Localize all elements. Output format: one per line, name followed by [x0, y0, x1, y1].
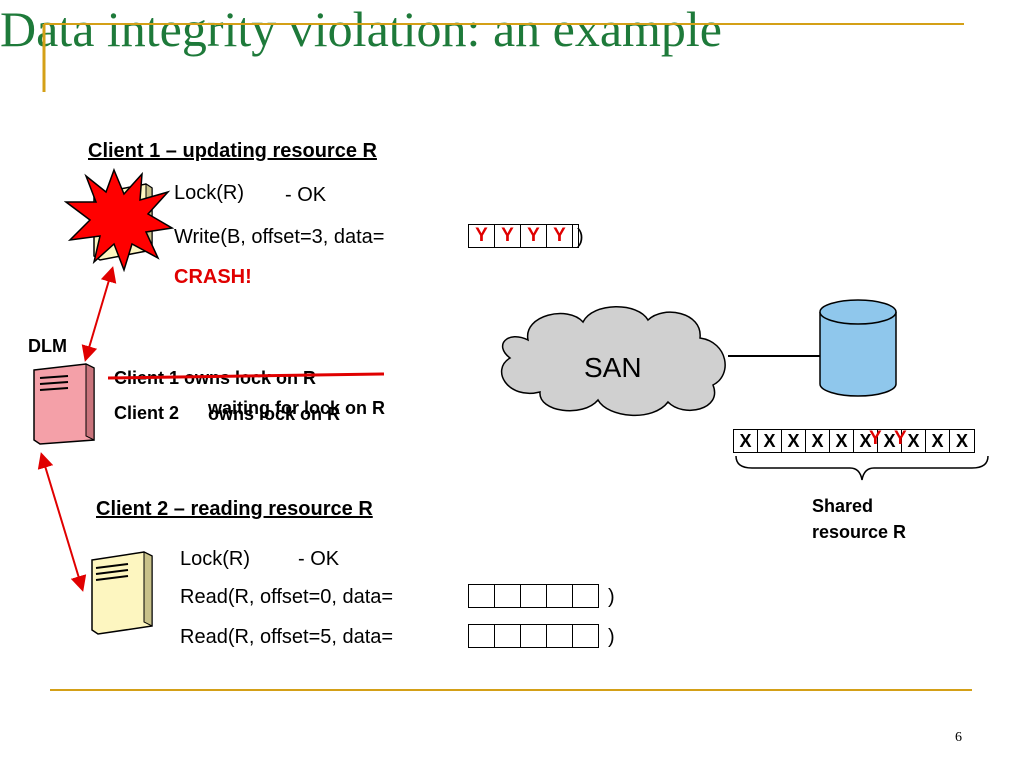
client2-read2: Read(R, offset=5, data=: [180, 626, 394, 648]
read2-cell: [521, 625, 547, 647]
shared-cell: X: [830, 430, 854, 452]
overlay-cell: Y: [894, 428, 907, 449]
dlm-status-line2-prefix: Client 2: [114, 403, 180, 423]
shared-cell: X: [878, 430, 902, 452]
dlm-status-waiting: waiting for lock on R: [208, 398, 386, 418]
read2-cell: [547, 625, 573, 647]
client1-dlm-arrow: [81, 266, 117, 362]
shared-cell: X: [854, 430, 878, 452]
dlm-label: DLM: [28, 336, 67, 356]
crash-burst-icon: [64, 167, 174, 272]
dlm-status-line1: Client 1 owns lock on R: [114, 368, 317, 388]
write-cell: Y: [495, 225, 521, 247]
write-cell: Y: [469, 225, 495, 247]
disk-icon: [728, 299, 897, 397]
read2-cell: [469, 625, 495, 647]
client1-write: Write(B, offset=3, data=: [174, 226, 385, 248]
read2-data-cells: [468, 624, 599, 648]
shared-cell: X: [758, 430, 782, 452]
shared-label-line2: resource R: [812, 522, 907, 542]
shared-cell: X: [734, 430, 758, 452]
shared-cell: X: [926, 430, 950, 452]
strikethrough-line: [108, 372, 385, 380]
client2-read2-close: ): [608, 626, 615, 648]
client2-header: Client 2 – reading resource R: [96, 498, 373, 520]
client1-lock: Lock(R): [174, 182, 245, 204]
read1-cell: [521, 585, 547, 607]
read1-cell: [469, 585, 495, 607]
page-title: Data integrity violation: an example: [0, 1, 722, 57]
dlm-client2-arrow: [37, 452, 87, 592]
shared-cell: X: [782, 430, 806, 452]
write-data-cells: Y Y Y Y: [468, 224, 579, 248]
overlay-cell: Y: [869, 428, 882, 449]
write-cell: Y: [547, 225, 573, 247]
page-number: 6: [955, 730, 962, 745]
client2-lock: Lock(R): [180, 548, 251, 570]
read2-cell: [573, 625, 598, 647]
client2-lock-result: - OK: [298, 548, 340, 570]
shared-brace: [735, 455, 989, 481]
client1-server-icon: [64, 167, 174, 272]
read1-cell: [573, 585, 598, 607]
shared-label-line1: Shared: [812, 496, 874, 516]
san-label: SAN: [584, 352, 642, 383]
dlm-status-owns: owns lock on R: [208, 404, 341, 424]
read1-data-cells: [468, 584, 599, 608]
shared-cell: X: [902, 430, 926, 452]
client1-header: Client 1 – updating resource R: [88, 140, 377, 162]
client2-read1: Read(R, offset=0, data=: [180, 586, 394, 608]
san-cloud-icon: [500, 306, 726, 416]
read1-cell: [495, 585, 521, 607]
shared-resource-cells: X X X X X X X X X X: [733, 429, 975, 453]
shared-cell: X: [806, 430, 830, 452]
client1-write-close: ): [577, 226, 584, 248]
client2-server-icon: [91, 551, 153, 635]
read2-cell: [495, 625, 521, 647]
client1-lock-result: - OK: [285, 184, 327, 206]
crash-label: CRASH!: [174, 266, 252, 288]
shared-cell: X: [955, 431, 968, 451]
write-cell: Y: [521, 225, 547, 247]
dlm-server-icon: [33, 363, 95, 445]
client2-read1-close: ): [608, 586, 615, 608]
read1-cell: [547, 585, 573, 607]
